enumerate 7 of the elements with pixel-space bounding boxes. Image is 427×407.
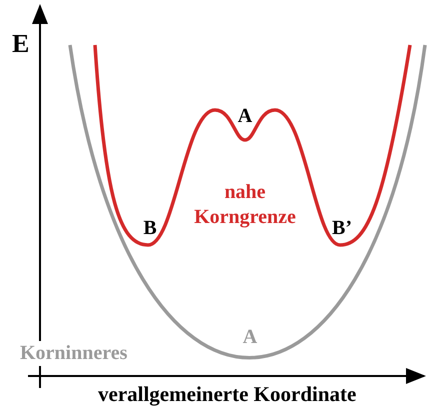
axis-label: verallgemeinerte Koordinate [98, 381, 358, 407]
axis-label: E [12, 28, 30, 60]
point-label: A [242, 325, 258, 350]
point-label: B [142, 216, 158, 241]
curve-label: nahe Korngrenze [193, 180, 297, 230]
point-label: B’ [331, 216, 353, 241]
point-label: A [236, 104, 254, 129]
